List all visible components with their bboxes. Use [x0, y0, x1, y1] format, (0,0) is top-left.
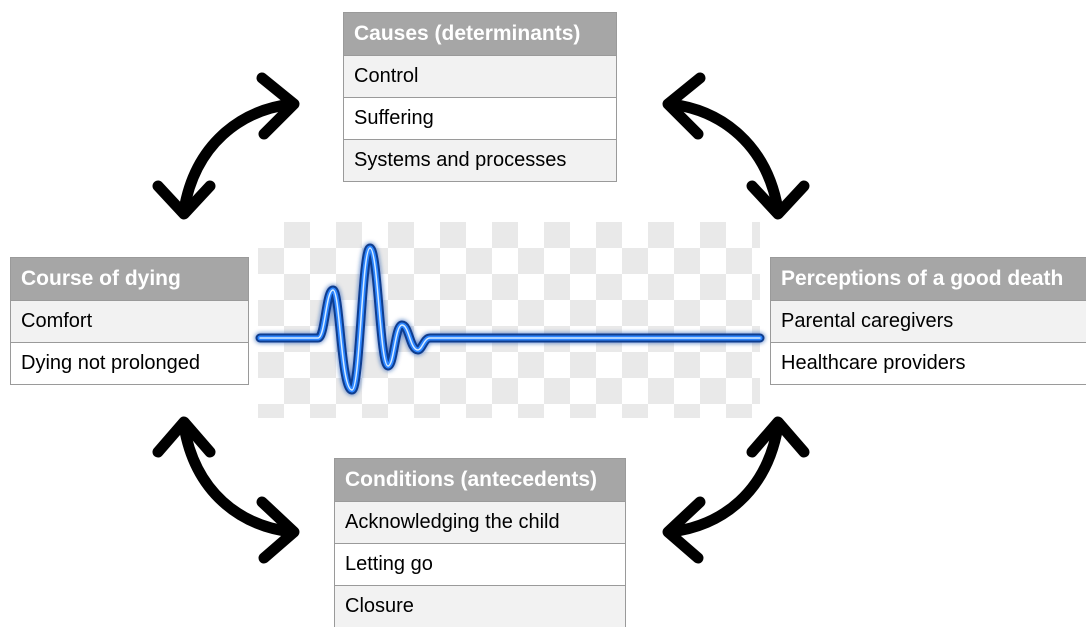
conditions-table: Conditions (antecedents) Acknowledging t… [334, 458, 626, 627]
course-item: Comfort [11, 300, 248, 342]
causes-item: Systems and processes [344, 139, 616, 181]
conditions-item: Acknowledging the child [335, 501, 625, 543]
heartbeat-background [258, 222, 760, 418]
course-of-dying-table: Course of dying Comfort Dying not prolon… [10, 257, 249, 385]
perceptions-table: Perceptions of a good death Parental car… [770, 257, 1086, 385]
double-arrow-bottom-right-icon [662, 416, 810, 564]
conditions-item: Closure [335, 585, 625, 627]
conditions-item: Letting go [335, 543, 625, 585]
perceptions-item: Healthcare providers [771, 342, 1086, 384]
double-arrow-bottom-left-icon [152, 416, 300, 564]
perceptions-item: Parental caregivers [771, 300, 1086, 342]
double-arrow-top-right-icon [662, 72, 810, 220]
double-arrow-top-left-icon [152, 72, 300, 220]
causes-item: Suffering [344, 97, 616, 139]
causes-title: Causes (determinants) [344, 13, 616, 55]
perceptions-title: Perceptions of a good death [771, 258, 1086, 300]
conditions-title: Conditions (antecedents) [335, 459, 625, 501]
causes-table: Causes (determinants) Control Suffering … [343, 12, 617, 182]
causes-item: Control [344, 55, 616, 97]
course-item: Dying not prolonged [11, 342, 248, 384]
heartbeat-icon [255, 243, 765, 395]
course-title: Course of dying [11, 258, 248, 300]
